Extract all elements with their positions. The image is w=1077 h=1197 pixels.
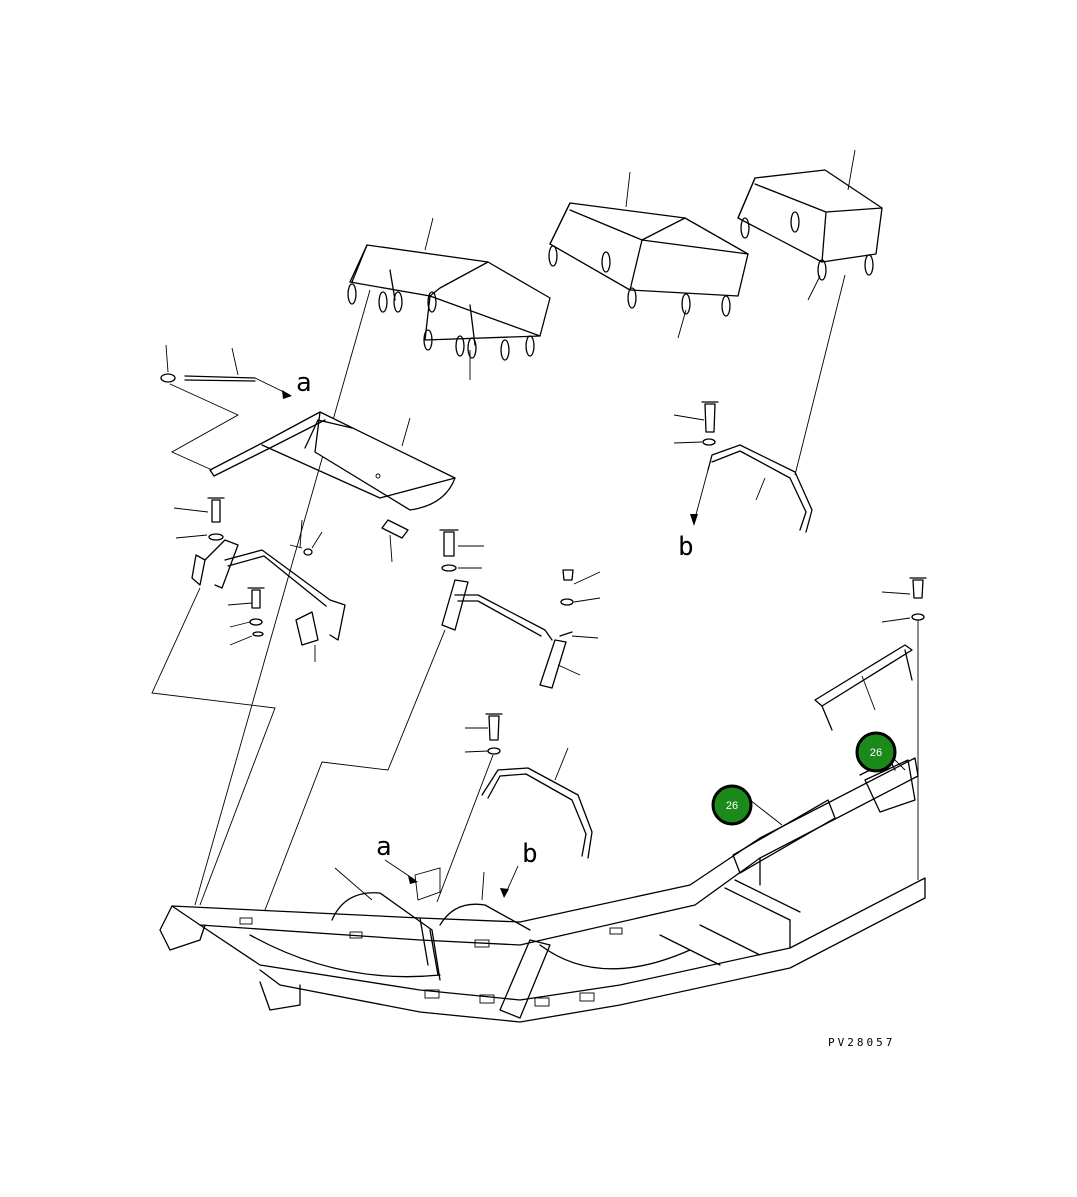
ref-letter-a-upper: a bbox=[296, 368, 312, 398]
leader-cover-left bbox=[194, 289, 371, 906]
ref-letter-a-lower: a bbox=[376, 832, 392, 862]
cover-panel-middle bbox=[548, 171, 749, 339]
ref-letter-b-lower: b bbox=[522, 839, 538, 869]
callout-number: 26 bbox=[870, 747, 882, 759]
bracket-assembly-center bbox=[264, 529, 601, 911]
drawing-code: PV28057 bbox=[828, 1036, 895, 1049]
rail-assembly-right bbox=[814, 577, 927, 880]
rod-assembly-lower bbox=[436, 713, 593, 903]
cover-panel-right bbox=[737, 149, 883, 301]
callout-circle bbox=[711, 784, 753, 826]
callout-number: 26 bbox=[726, 800, 738, 812]
rod-assembly-right bbox=[673, 401, 813, 533]
leader-cover-right bbox=[794, 274, 846, 476]
main-frame bbox=[159, 757, 926, 1023]
cover-panel-left bbox=[347, 217, 551, 380]
callout-badge-26-upper[interactable]: 26 bbox=[855, 731, 906, 773]
callout-circle bbox=[855, 731, 897, 773]
ref-letter-b-upper: b bbox=[678, 532, 694, 562]
callout-badge-26-lower[interactable]: 26 bbox=[711, 784, 783, 826]
bracket-assembly-left bbox=[151, 497, 346, 906]
curved-hood bbox=[209, 411, 456, 563]
rod-assembly-top bbox=[160, 344, 292, 471]
